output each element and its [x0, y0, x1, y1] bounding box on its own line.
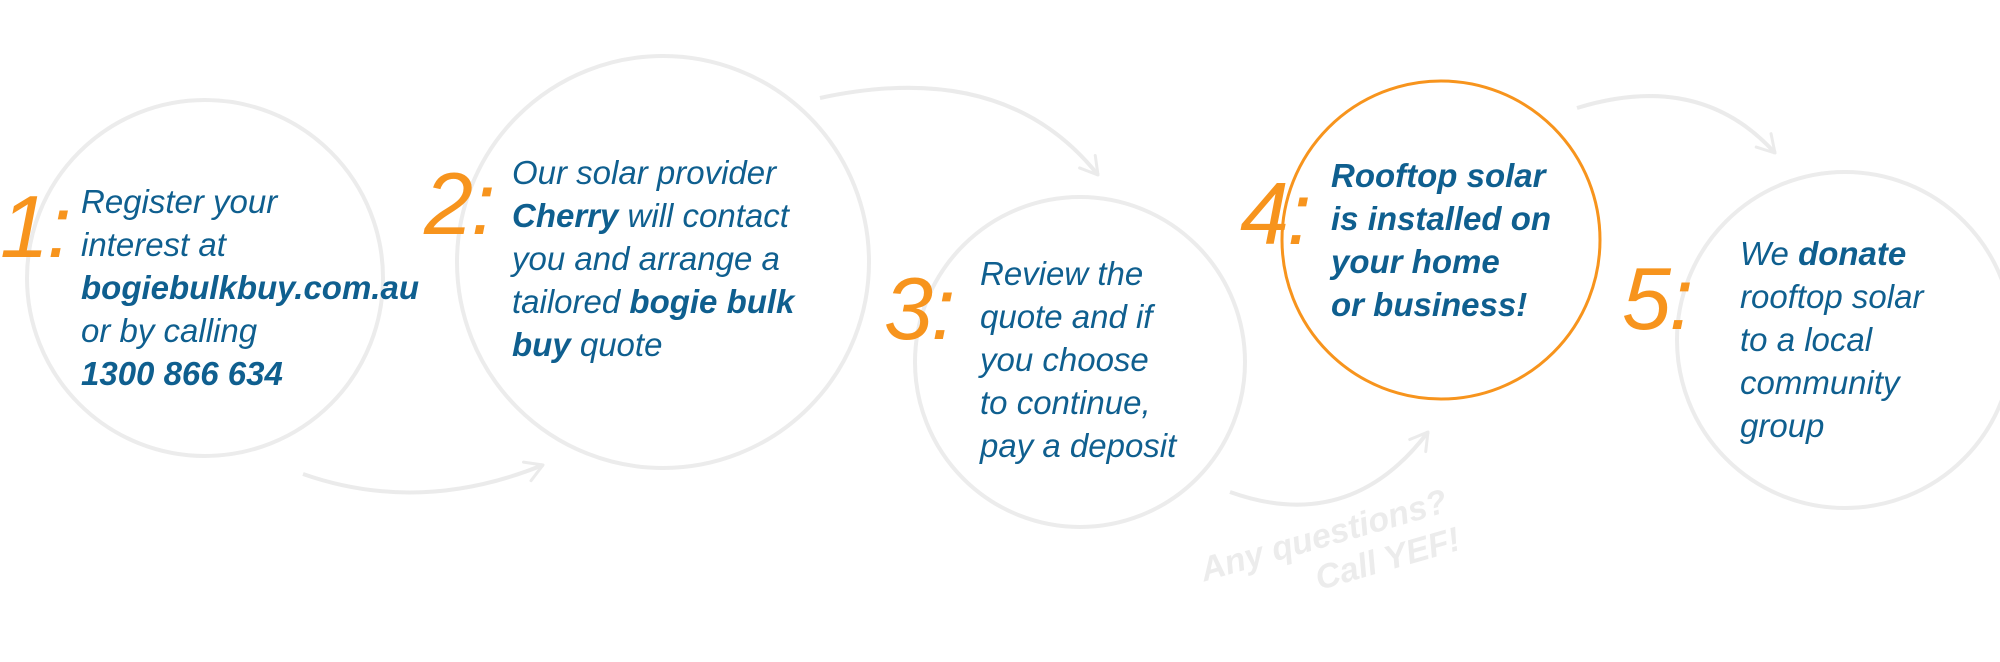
- step-3-line: Review the: [980, 252, 1176, 295]
- emphasis-text: bogie bulk: [629, 283, 795, 320]
- body-text: tailored: [512, 283, 630, 320]
- body-text: will contact: [618, 197, 789, 234]
- step-2-line: Our solar provider: [512, 151, 794, 194]
- step-2-number: 2:: [424, 154, 495, 253]
- step-1-line: 1300 866 634: [81, 352, 419, 395]
- step-3-number: 3:: [884, 259, 955, 358]
- emphasis-text: Cherry: [512, 197, 619, 234]
- body-text: group: [1740, 407, 1825, 444]
- emphasis-text: donate: [1798, 235, 1907, 272]
- step-5-line: rooftop solar: [1740, 275, 1923, 318]
- body-text: rooftop solar: [1740, 278, 1924, 315]
- emphasis-text: bogiebulkbuy.com.au: [81, 269, 419, 306]
- step-1-line: interest at: [81, 223, 419, 266]
- emphasis-text: or business!: [1331, 286, 1528, 323]
- body-text: quote and if: [980, 298, 1153, 335]
- step-2-line: tailored bogie bulk: [512, 280, 794, 323]
- arrow-2-to-3: [819, 85, 1100, 177]
- arrow-4-to-5: [1576, 94, 1777, 155]
- step-1-line: or by calling: [81, 309, 419, 352]
- step-1-number: 1:: [0, 177, 71, 276]
- emphasis-text: Rooftop solar: [1331, 157, 1546, 194]
- body-text: community: [1740, 364, 1900, 401]
- step-4-text: Rooftop solar is installed on your home or …: [1331, 154, 1551, 326]
- step-5-line: community: [1740, 361, 1923, 404]
- step-4-line: is installed on: [1331, 197, 1551, 240]
- body-text: We: [1740, 235, 1799, 272]
- step-3-line: quote and if: [980, 295, 1176, 338]
- body-text: interest at: [81, 226, 226, 263]
- step-4-line: or business!: [1331, 283, 1551, 326]
- arrow-1-to-2: [302, 460, 545, 495]
- step-3-line: pay a deposit: [980, 424, 1176, 467]
- step-3-text: Review the quote and if you choose to conti…: [980, 252, 1176, 467]
- arrow-3-to-4: [1229, 430, 1430, 507]
- emphasis-text: buy: [512, 326, 571, 363]
- body-text: to a local: [1740, 321, 1873, 358]
- step-5-number: 5:: [1622, 249, 1693, 348]
- step-2-line: you and arrange a: [512, 237, 794, 280]
- body-text: to continue,: [980, 384, 1151, 421]
- emphasis-text: is installed on: [1331, 200, 1552, 237]
- step-5-line: We donate: [1740, 232, 1923, 275]
- step-1-text: Register your interest at bogiebulkbuy.com…: [81, 180, 419, 395]
- step-3-line: to continue,: [980, 381, 1176, 424]
- body-text: pay a deposit: [980, 427, 1177, 464]
- step-4-line: Rooftop solar: [1331, 154, 1551, 197]
- step-2-circle: [455, 54, 871, 470]
- step-5-circle: [1675, 170, 2000, 510]
- step-4-line: your home: [1331, 240, 1551, 283]
- body-text: Review the: [980, 255, 1144, 292]
- step-1-line: bogiebulkbuy.com.au: [81, 266, 419, 309]
- step-2-line: buy quote: [512, 323, 794, 366]
- body-text: or by calling: [81, 312, 258, 349]
- step-1-circle: [25, 98, 385, 458]
- body-text: you choose: [980, 341, 1149, 378]
- step-3-line: you choose: [980, 338, 1176, 381]
- emphasis-text: your home: [1331, 243, 1500, 280]
- step-4-circle: [1280, 79, 1602, 401]
- step-2-line: Cherry will contact: [512, 194, 794, 237]
- step-5-line: to a local: [1740, 318, 1923, 361]
- body-text: Register your: [81, 183, 278, 220]
- emphasis-text: 1300 866 634: [81, 355, 283, 392]
- step-5-line: group: [1740, 404, 1923, 447]
- body-text: quote: [570, 326, 663, 363]
- step-4-number: 4:: [1240, 164, 1311, 263]
- step-3-circle: [913, 195, 1247, 529]
- step-1-line: Register your: [81, 180, 419, 223]
- body-text: you and arrange a: [512, 240, 780, 277]
- body-text: Our solar provider: [512, 154, 777, 191]
